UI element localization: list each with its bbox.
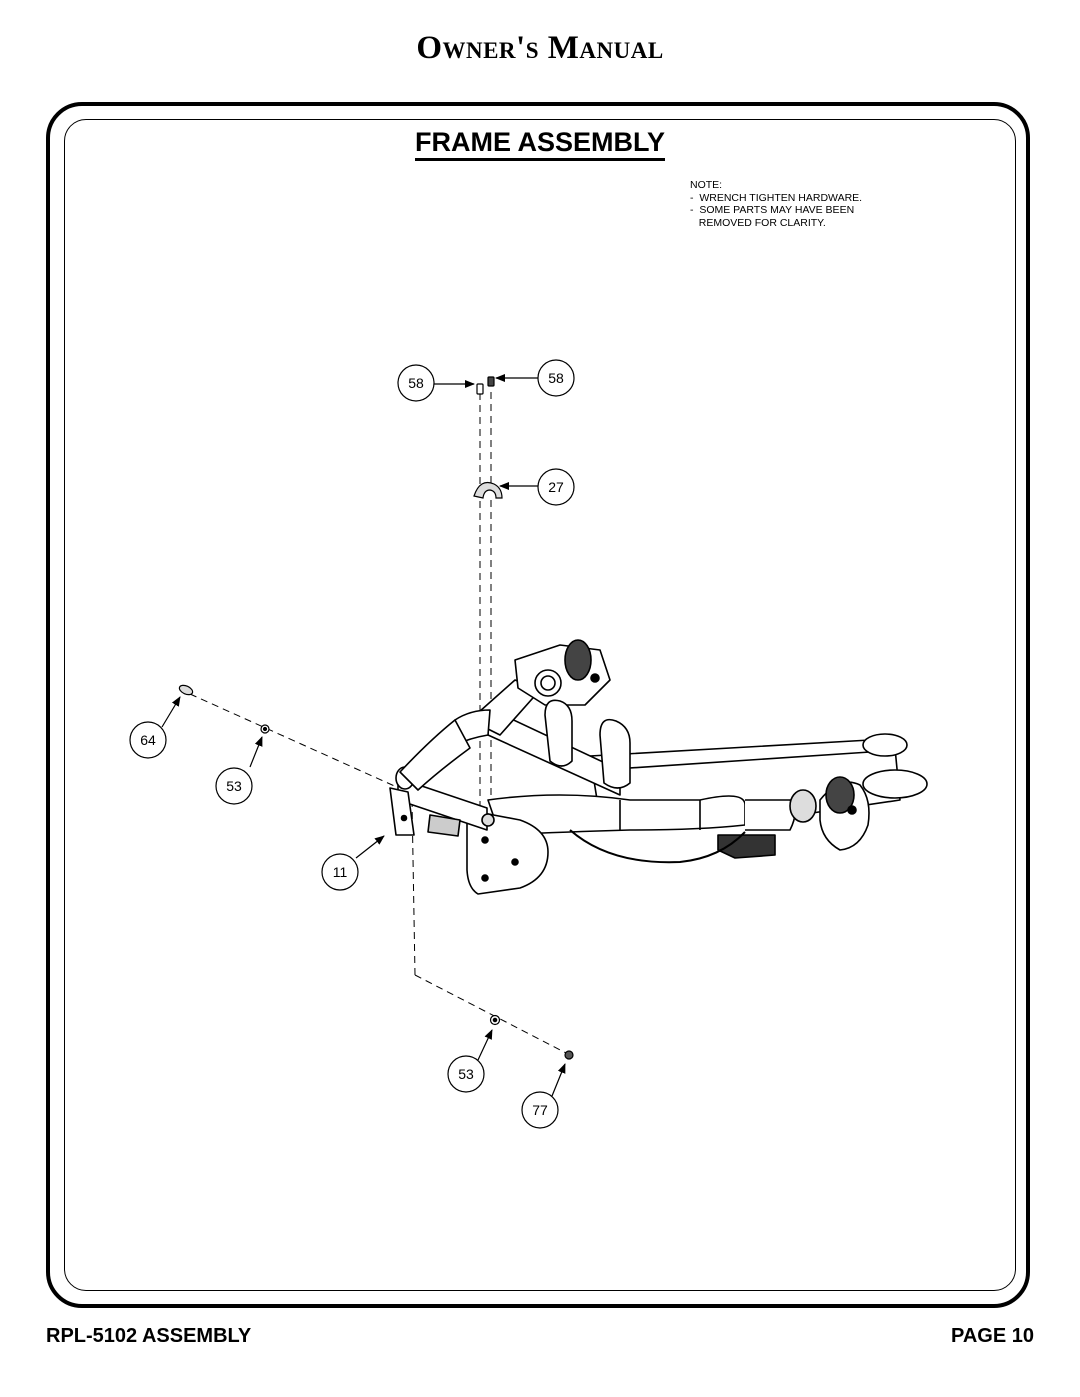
svg-text:53: 53 [226,778,242,794]
alignment-lines [189,392,569,1055]
note-line-1: - WRENCH TIGHTEN HARDWARE. [690,191,863,204]
callout-77: 77 [521,1091,559,1129]
frame-drawing [389,639,928,895]
hardware-parts [178,376,574,1060]
callout-53-lower: 53 [447,1055,485,1093]
section-title: FRAME ASSEMBLY [0,127,1080,161]
clamp-27 [473,481,503,499]
svg-text:27: 27 [548,479,564,495]
note-heading: NOTE: [690,179,723,191]
callout-11: 11 [321,853,359,891]
svg-text:53: 53 [458,1066,474,1082]
manual-title: Owner's Manual [416,30,664,66]
callout-64: 64 [129,721,167,759]
callout-58-right: 58 [537,359,575,397]
svg-text:58: 58 [548,370,564,386]
callout-58-left: 58 [397,364,435,402]
assembly-note: NOTE: - WRENCH TIGHTEN HARDWARE. - SOME … [690,179,862,229]
note-line-3: REMOVED FOR CLARITY. [690,216,826,229]
callout-leaders [161,374,566,1097]
svg-text:64: 64 [140,732,156,748]
footer-model-assembly: RPL-5102 ASSEMBLY [46,1325,252,1347]
svg-text:58: 58 [408,375,424,391]
bolt-64 [178,684,194,696]
bolt-58-left [476,383,484,395]
svg-text:11: 11 [333,864,348,880]
outer-frame [46,102,1030,1308]
section-title-text: FRAME ASSEMBLY [414,127,666,161]
footer-page-number: PAGE 10 [951,1325,1034,1347]
inner-frame [64,119,1016,1291]
note-line-2: - SOME PARTS MAY HAVE BEEN [690,204,855,216]
callout-53-upper: 53 [215,767,253,805]
svg-text:77: 77 [532,1102,548,1118]
callout-27: 27 [537,468,575,506]
bolt-58-right [487,376,495,387]
nut-77 [564,1050,574,1060]
